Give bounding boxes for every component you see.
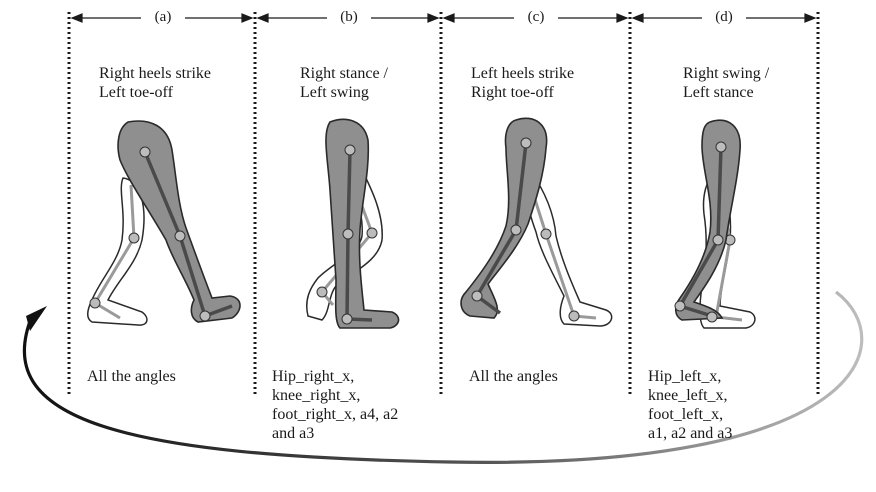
- phase-event-a: Right heels strike Left toe-off: [99, 64, 211, 102]
- phase-angles-d: Hip_left_x, knee_left_x, foot_left_x, a1…: [648, 367, 732, 443]
- legs-b: [307, 119, 399, 328]
- phase-tag-a: (a): [141, 9, 185, 25]
- phase-angles-a: All the angles: [87, 367, 176, 386]
- phase-tag-d: (d): [702, 9, 746, 25]
- phase-event-d: Right swing / Left stance: [683, 64, 769, 102]
- legs-d: [675, 120, 755, 328]
- phase-event-b: Right stance / Left swing: [300, 64, 388, 102]
- phase-angles-c: All the angles: [469, 367, 558, 386]
- legs-c: [461, 118, 612, 326]
- phase-tag-c: (c): [514, 9, 558, 25]
- cycle-arrowhead: [26, 306, 47, 331]
- legs-a: [88, 121, 240, 325]
- phase-angles-b: Hip_right_x, knee_right_x, foot_right_x,…: [272, 367, 398, 443]
- phase-tag-b: (b): [327, 9, 371, 25]
- phase-event-c: Left heels strike Right toe-off: [471, 64, 574, 102]
